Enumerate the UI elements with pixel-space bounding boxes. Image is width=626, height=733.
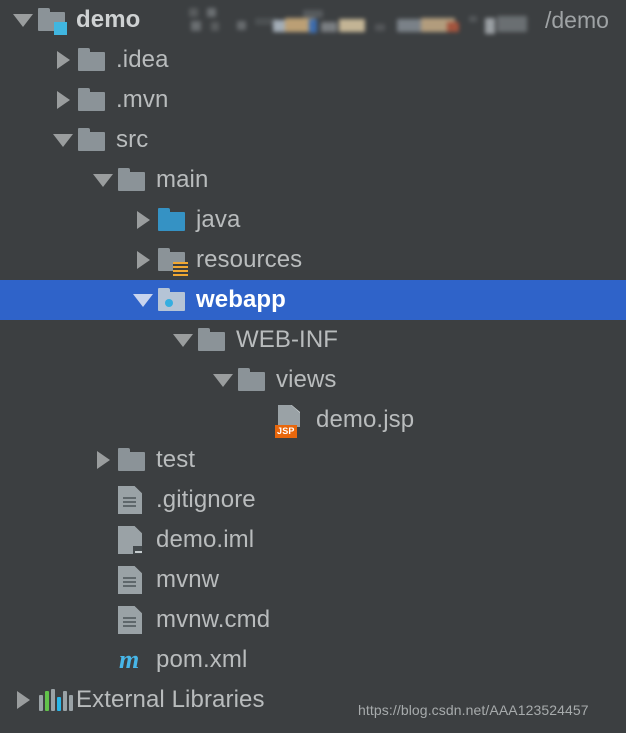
tree-row-label: .mvn <box>116 86 169 113</box>
tree-row[interactable]: .idea <box>0 40 626 80</box>
folder-icon <box>118 440 152 480</box>
iml-file-icon <box>118 520 152 560</box>
tree-row-label: .gitignore <box>156 486 256 513</box>
redacted-path-blur <box>185 6 535 34</box>
chevron-right-icon[interactable] <box>128 240 158 280</box>
tree-row-label: resources <box>196 246 303 273</box>
triangle-right <box>136 211 150 229</box>
tree-arrow-placeholder <box>88 640 118 680</box>
tree-row[interactable]: .mvn <box>0 80 626 120</box>
triangle-down <box>173 333 193 347</box>
tree-row[interactable]: demo.iml <box>0 520 626 560</box>
folder-icon <box>78 120 112 160</box>
tree-row[interactable]: demo <box>0 0 626 40</box>
tree-row[interactable]: java <box>0 200 626 240</box>
chevron-down-icon[interactable] <box>48 120 78 160</box>
tree-row[interactable]: External Libraries <box>0 680 626 720</box>
tree-row-label: pom.xml <box>156 646 248 673</box>
text-file-icon <box>118 480 152 520</box>
triangle-down <box>93 173 113 187</box>
jsp-file-icon: JSP <box>275 400 312 440</box>
text-file-icon <box>118 560 152 600</box>
tree-arrow-placeholder <box>88 520 118 560</box>
maven-pom-icon: m <box>118 640 152 680</box>
tree-row[interactable]: views <box>0 360 626 400</box>
tree-row-label: External Libraries <box>76 686 265 713</box>
tree-row[interactable]: test <box>0 440 626 480</box>
tree-arrow-placeholder <box>88 560 118 600</box>
triangle-right <box>16 691 30 709</box>
tree-arrow-placeholder <box>248 400 278 440</box>
tree-row-label: mvnw.cmd <box>156 606 271 633</box>
chevron-down-icon[interactable] <box>168 320 198 360</box>
tree-row[interactable]: mvnw <box>0 560 626 600</box>
external-libraries-icon <box>38 680 73 720</box>
tree-row[interactable]: .gitignore <box>0 480 626 520</box>
chevron-down-icon[interactable] <box>88 160 118 200</box>
tree-row-label: main <box>156 166 209 193</box>
folder-icon <box>78 40 112 80</box>
maven-m-glyph: m <box>119 645 140 674</box>
iml-badge <box>133 546 142 554</box>
tree-row-label: .idea <box>116 46 169 73</box>
triangle-right <box>96 451 110 469</box>
folder-resources-icon <box>158 240 192 280</box>
triangle-right <box>136 251 150 269</box>
folder-sources-icon <box>158 200 192 240</box>
folder-icon <box>198 320 232 360</box>
chevron-down-icon[interactable] <box>8 0 38 40</box>
tree-row-label: views <box>276 366 337 393</box>
triangle-right <box>56 51 70 69</box>
tree-row-label: java <box>196 206 241 233</box>
tree-row[interactable]: JSP demo.jsp <box>0 400 626 440</box>
tree-row-label: demo.iml <box>156 526 255 553</box>
tree-row[interactable]: main <box>0 160 626 200</box>
folder-icon <box>118 160 152 200</box>
tree-arrow-placeholder <box>88 600 118 640</box>
tree-row-label: src <box>116 126 149 153</box>
jsp-badge: JSP <box>275 425 297 438</box>
chevron-right-icon[interactable] <box>48 40 78 80</box>
tree-row-label: mvnw <box>156 566 220 593</box>
tree-row[interactable]: mvnw.cmd <box>0 600 626 640</box>
chevron-right-icon[interactable] <box>8 680 38 720</box>
folder-icon <box>78 80 112 120</box>
chevron-right-icon[interactable] <box>88 440 118 480</box>
folder-webapp-icon <box>158 280 192 320</box>
chevron-right-icon[interactable] <box>48 80 78 120</box>
project-path-text: /demo <box>545 7 609 33</box>
tree-row[interactable]: webapp <box>0 280 626 320</box>
text-file-icon <box>118 600 152 640</box>
tree-row-label: WEB-INF <box>236 326 339 353</box>
triangle-down <box>13 13 33 27</box>
tree-row-label: demo <box>76 6 141 33</box>
triangle-right <box>56 91 70 109</box>
tree-row[interactable]: WEB-INF <box>0 320 626 360</box>
resources-badge <box>173 262 188 277</box>
tree-row[interactable]: m pom.xml <box>0 640 626 680</box>
chevron-down-icon[interactable] <box>128 280 158 320</box>
tree-row-label: webapp <box>196 286 286 313</box>
tree-row-label: demo.jsp <box>316 406 415 433</box>
tree-row[interactable]: src <box>0 120 626 160</box>
triangle-down <box>213 373 233 387</box>
module-badge <box>54 22 67 35</box>
chevron-right-icon[interactable] <box>128 200 158 240</box>
watermark-text: https://blog.csdn.net/AAA123524457 <box>358 702 589 718</box>
triangle-down <box>53 133 73 147</box>
chevron-down-icon[interactable] <box>208 360 238 400</box>
tree-arrow-placeholder <box>88 480 118 520</box>
tree-row[interactable]: resources <box>0 240 626 280</box>
triangle-down <box>133 293 153 307</box>
tree-row-label: test <box>156 446 196 473</box>
folder-icon <box>238 360 272 400</box>
folder-module-icon <box>38 0 72 40</box>
webapp-badge <box>165 299 173 307</box>
